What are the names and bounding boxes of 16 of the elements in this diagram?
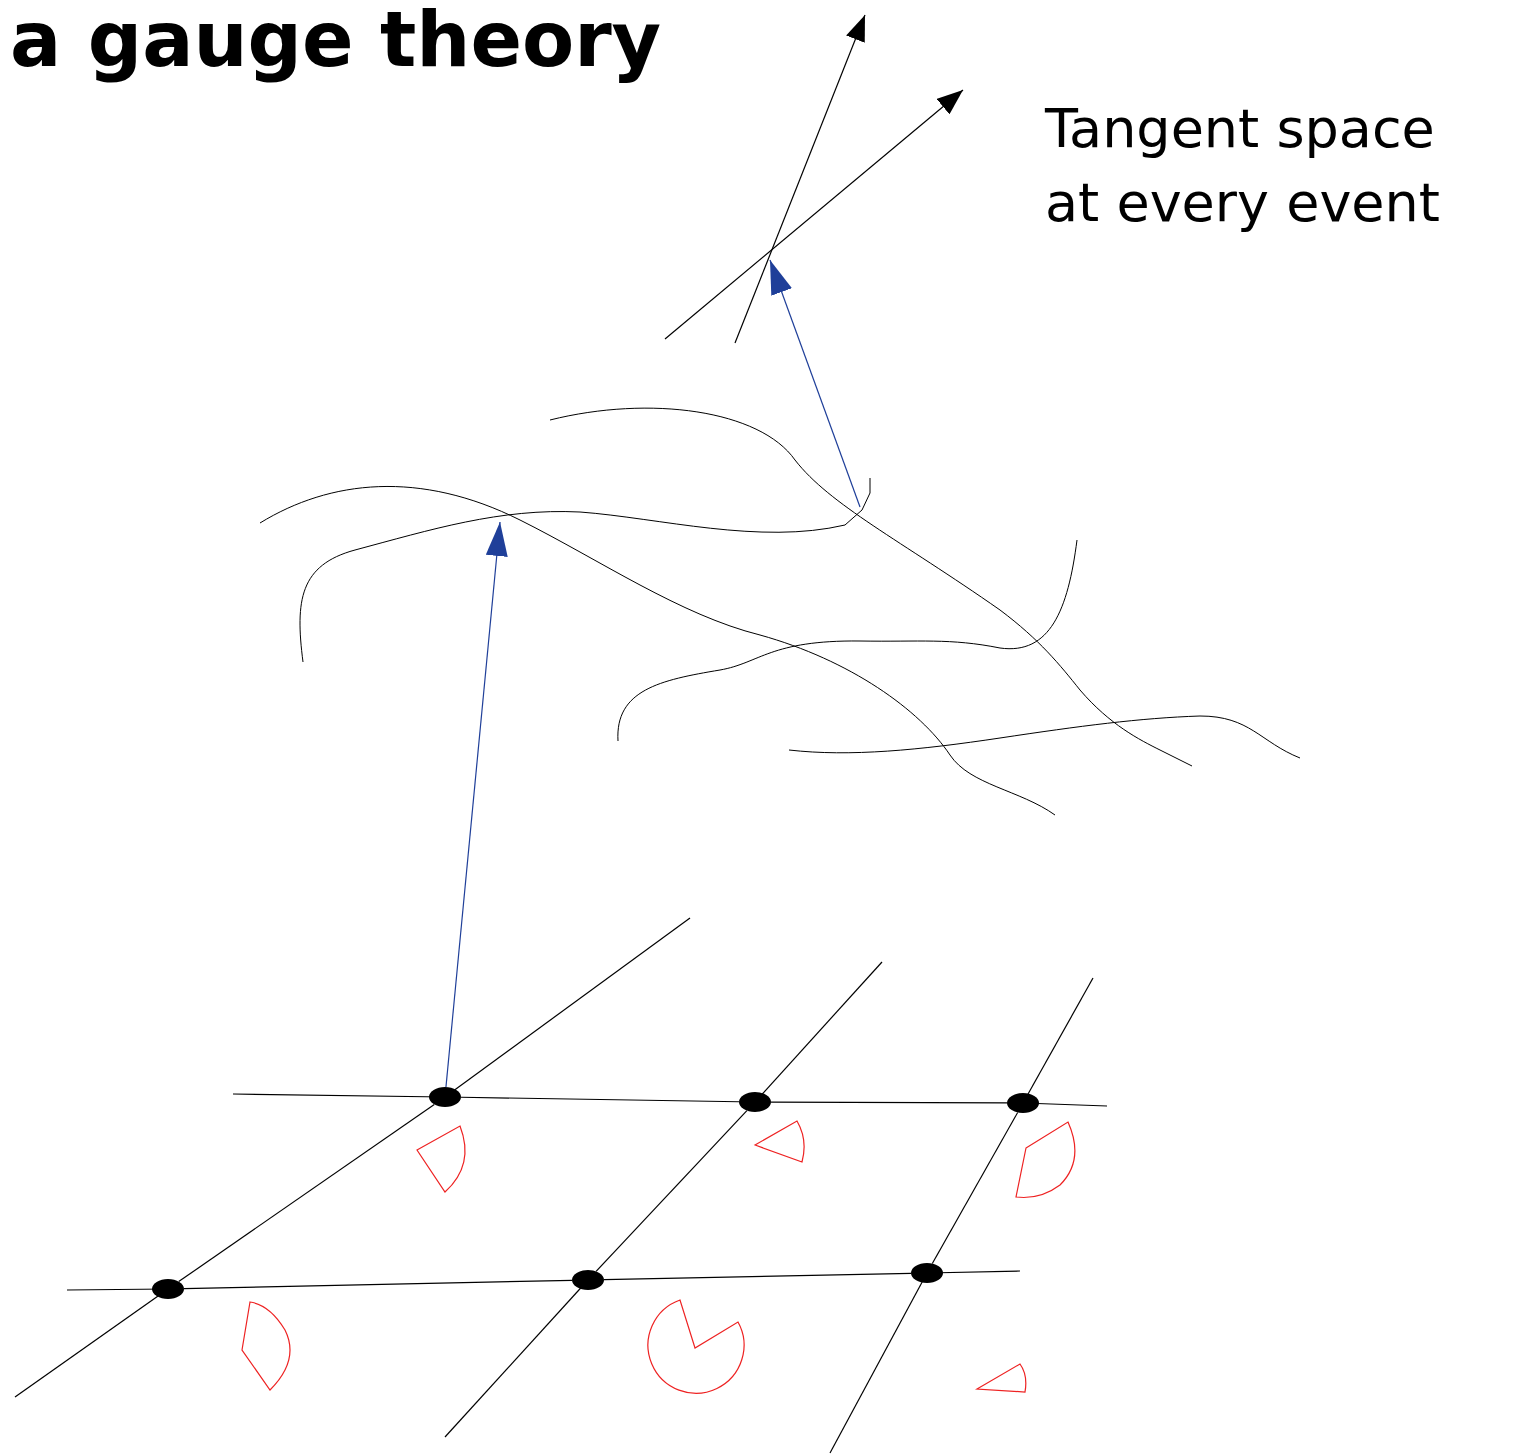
- grid-line: [178, 1103, 435, 1283]
- arrow: [769, 259, 861, 508]
- lattice-vertex: [429, 1087, 461, 1107]
- grid-line: [183, 1279, 573, 1290]
- lattice-vertex: [911, 1263, 943, 1283]
- grid-line: [603, 1272, 912, 1281]
- lattice-vertex: [739, 1092, 771, 1112]
- lattice-vertex: [152, 1279, 184, 1299]
- annotation-text: Tangent space at every event: [1045, 96, 1441, 236]
- lattice-vertex: [1007, 1093, 1039, 1113]
- lattice-vertex: [572, 1270, 604, 1290]
- grid-line: [460, 1096, 740, 1103]
- grid-line: [595, 1110, 748, 1272]
- grid-line: [931, 1111, 1019, 1265]
- grid-line: [770, 1101, 1008, 1104]
- arrow: [445, 521, 508, 1088]
